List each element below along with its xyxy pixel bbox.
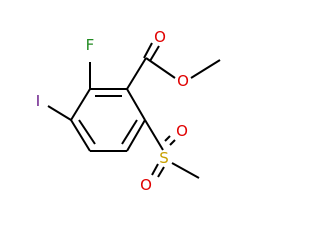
ring-bond-c5-c6 <box>70 119 91 152</box>
bond-ring-carbonyl-c <box>126 57 147 90</box>
ring-bond-c2-c3 <box>126 88 146 121</box>
ring-inner-double-bond-left <box>78 119 96 145</box>
atom-s-label: S <box>159 149 169 167</box>
benzene-ring <box>70 88 146 152</box>
atom-o-carbonyl-label: O <box>154 28 166 46</box>
substituent-bonds <box>47 42 221 179</box>
molecule-structure: F I O O S O O <box>36 28 221 194</box>
atom-i-label: I <box>36 92 40 110</box>
bond-carbonyl-double-2 <box>149 45 160 62</box>
atom-o-sulfonyl-down-label: O <box>140 176 152 194</box>
bond-s-o-up-2 <box>169 139 176 146</box>
atom-o-ester-label: O <box>177 72 189 90</box>
atom-f-label: F <box>86 36 95 54</box>
bond-carbonyl-double-1 <box>143 42 153 59</box>
bond-s-methyl <box>171 162 200 179</box>
ring-bond-c6-c1 <box>70 88 91 121</box>
bond-s-o-down-2 <box>157 166 165 178</box>
bond-s-o-down-1 <box>151 163 159 176</box>
atom-o-sulfonyl-up-label: O <box>176 122 188 140</box>
atom-labels: F I O O S O O <box>36 28 189 194</box>
bond-ring-s <box>144 119 164 151</box>
bond-carbonyl-c-o-ester <box>145 57 176 79</box>
ring-bond-c3-c4 <box>126 119 146 152</box>
bond-c-i <box>47 105 72 121</box>
bond-s-o-up-1 <box>164 135 171 142</box>
bond-o-ester-methyl <box>190 59 221 79</box>
ring-inner-double-bond-right <box>121 119 138 145</box>
